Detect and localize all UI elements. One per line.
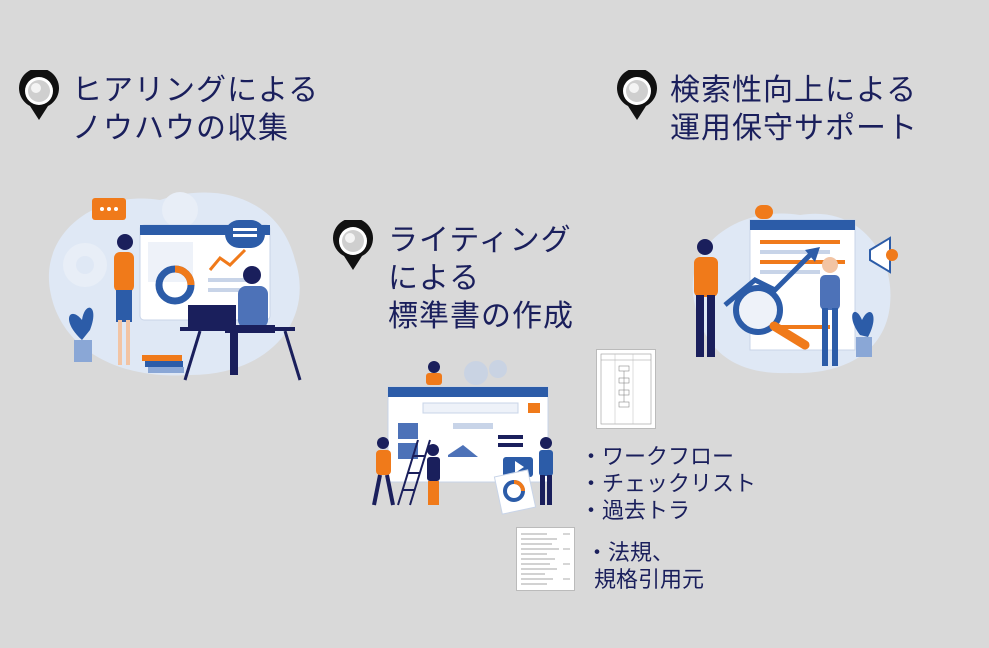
list-item-regulation-source: 規格引用元 bbox=[594, 568, 705, 593]
person-right-figure bbox=[820, 257, 840, 366]
worker-figure bbox=[372, 437, 395, 506]
writing-heading: ライティング による 標準書の作成 bbox=[388, 222, 574, 336]
seated-figure bbox=[426, 361, 442, 385]
hearing-heading-line1: ヒアリングによる bbox=[72, 73, 320, 108]
map-pin-icon bbox=[617, 70, 657, 120]
person-left-figure bbox=[694, 239, 718, 357]
plant-icon bbox=[852, 311, 874, 357]
gear-icon bbox=[464, 360, 507, 385]
man-figure bbox=[539, 437, 553, 505]
man-figure bbox=[180, 266, 302, 381]
search-heading-line2: 運用保守サポート bbox=[670, 111, 918, 146]
plant-icon bbox=[68, 307, 94, 362]
list-item-past-trouble: ・過去トラ bbox=[580, 499, 691, 524]
deliverables-list: ・ワークフロー ・チェックリスト ・過去トラ bbox=[580, 444, 756, 525]
search-illustration bbox=[692, 205, 898, 374]
map-pin-icon bbox=[19, 70, 59, 120]
megaphone-icon bbox=[869, 236, 898, 274]
document-icon bbox=[596, 349, 656, 429]
writing-illustration bbox=[372, 360, 553, 515]
speech-bubble-icon bbox=[92, 198, 265, 248]
list-item-workflow: ・ワークフロー bbox=[580, 445, 735, 470]
gear-icon bbox=[63, 192, 198, 287]
map-pin-icon bbox=[333, 220, 373, 270]
writing-heading-line3: 標準書の作成 bbox=[388, 299, 574, 334]
regulation-list: ・法規、 規格引用元 bbox=[586, 540, 704, 594]
woman-figure bbox=[427, 444, 440, 505]
writing-heading-line2: による bbox=[388, 261, 481, 296]
woman-figure bbox=[114, 234, 134, 365]
search-heading-line1: 検索性向上による bbox=[670, 73, 918, 108]
donut-report bbox=[493, 469, 537, 515]
document-icon bbox=[516, 527, 575, 591]
list-item-regulation: ・法規、 bbox=[586, 541, 675, 566]
writing-heading-line1: ライティング bbox=[388, 223, 572, 258]
hearing-heading: ヒアリングによる ノウハウの収集 bbox=[72, 72, 319, 148]
magnifier-icon bbox=[733, 285, 810, 350]
search-heading: 検索性向上による 運用保守サポート bbox=[670, 72, 918, 148]
ladder bbox=[397, 439, 431, 506]
interview-illustration bbox=[48, 192, 302, 381]
hearing-heading-line2: ノウハウの収集 bbox=[72, 111, 289, 146]
list-item-checklist: ・チェックリスト bbox=[580, 472, 757, 497]
